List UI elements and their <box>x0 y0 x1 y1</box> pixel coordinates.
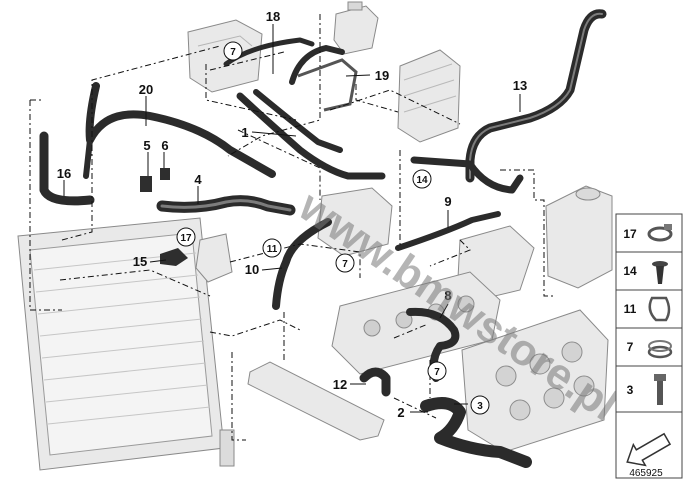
callout-2: 2 <box>397 405 404 420</box>
screw-icon <box>654 374 666 405</box>
callout-10: 10 <box>245 262 259 277</box>
callout-1: 1 <box>241 125 248 140</box>
legend-item-14: 14 <box>623 261 668 284</box>
callout-numbers: 18 19 20 13 1 5 6 16 4 9 15 10 8 12 2 <box>57 9 527 420</box>
legend-item-11: 11 <box>624 296 671 322</box>
svg-text:7: 7 <box>342 259 348 270</box>
engine-block <box>461 309 609 453</box>
reservoir-top <box>333 1 379 55</box>
heat-exchanger <box>397 49 461 143</box>
callout-20: 20 <box>139 82 153 97</box>
circled-references: 7 14 17 11 7 7 3 <box>176 41 490 415</box>
hose-15-connector <box>160 248 188 266</box>
radiator <box>17 217 235 471</box>
callout-9: 9 <box>444 194 451 209</box>
svg-text:11: 11 <box>624 302 637 316</box>
svg-text:3: 3 <box>627 383 634 397</box>
circled-ref-7-lower: 7 <box>427 361 447 381</box>
circled-ref-17: 17 <box>176 227 196 247</box>
callout-19: 19 <box>375 68 389 83</box>
assembly-lines <box>29 14 556 441</box>
svg-text:7: 7 <box>627 340 634 354</box>
leader-lines <box>63 24 521 413</box>
circled-ref-7-top: 7 <box>223 41 243 61</box>
svg-text:7: 7 <box>230 47 236 58</box>
legend-item-17: 17 <box>623 224 673 242</box>
svg-text:14: 14 <box>416 175 428 186</box>
spring-band-clamp-icon <box>647 340 673 359</box>
callout-16: 16 <box>57 166 71 181</box>
svg-text:7: 7 <box>434 367 440 378</box>
callout-13: 13 <box>513 78 527 93</box>
circled-ref-11: 11 <box>262 238 282 258</box>
legend-panel: 17 14 11 7 3 <box>615 213 683 479</box>
svg-text:17: 17 <box>180 233 192 244</box>
callout-4: 4 <box>194 172 202 187</box>
legend-item-3: 3 <box>627 374 666 405</box>
callout-8: 8 <box>444 288 451 303</box>
lower-coolant-pipe <box>247 361 385 441</box>
circled-ref-3: 3 <box>470 395 490 415</box>
reference-number: 465925 <box>629 468 663 479</box>
svg-text:3: 3 <box>477 401 483 412</box>
electric-pump <box>195 233 233 283</box>
circled-ref-7-middle: 7 <box>335 253 355 273</box>
callout-15: 15 <box>133 254 147 269</box>
callout-12: 12 <box>333 377 347 392</box>
circled-ref-14: 14 <box>412 169 432 189</box>
sensor-5-6 <box>140 168 170 192</box>
hose-clamp-icon <box>647 224 673 242</box>
arrow-icon <box>626 432 672 467</box>
callout-18: 18 <box>266 9 280 24</box>
svg-text:14: 14 <box>623 264 637 278</box>
svg-text:17: 17 <box>623 227 637 241</box>
callout-6: 6 <box>161 138 168 153</box>
expanding-rivet-icon <box>652 261 668 284</box>
coolant-expansion-tank <box>545 185 613 289</box>
callout-5: 5 <box>143 138 150 153</box>
legend-item-7: 7 <box>627 340 673 359</box>
holder-clip-icon <box>648 296 671 322</box>
svg-text:11: 11 <box>267 244 278 255</box>
